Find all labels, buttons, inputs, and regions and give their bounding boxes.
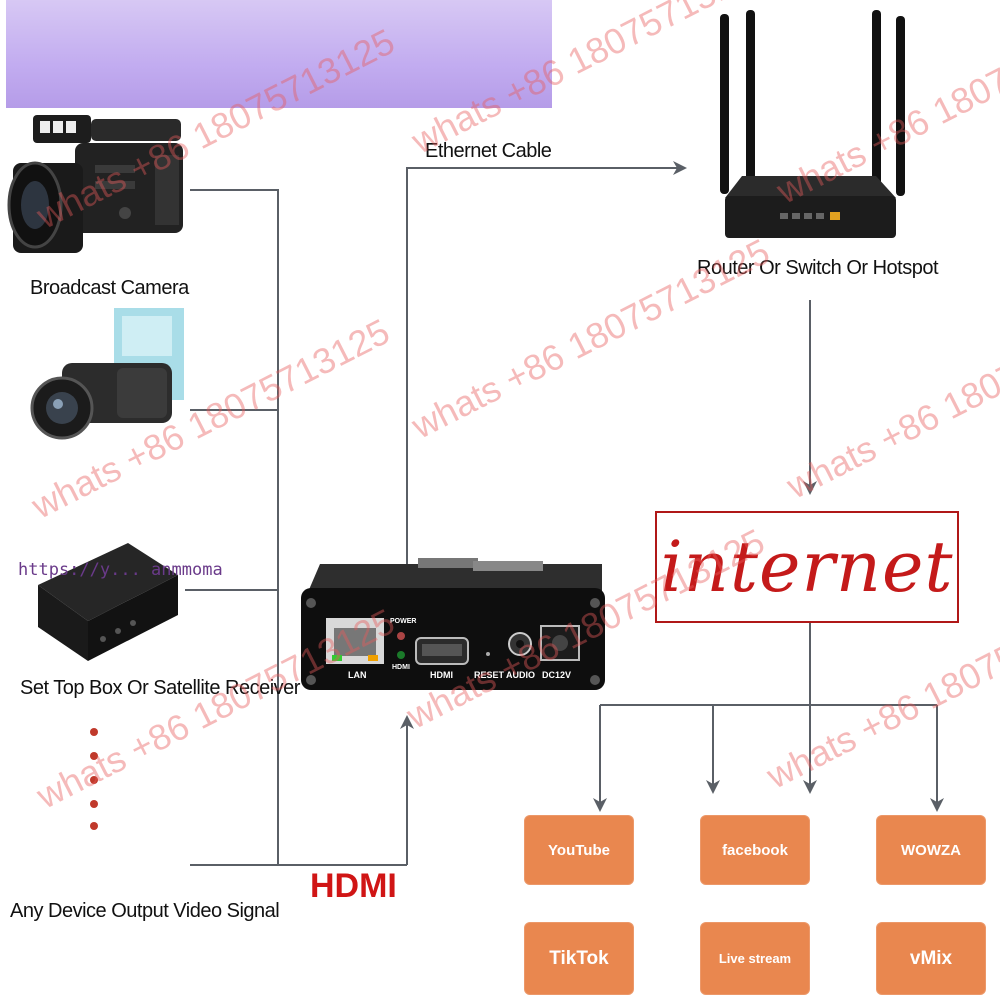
ethernet-cable-label: Ethernet Cable bbox=[425, 140, 552, 162]
hdmi-led-label: HDMI bbox=[392, 664, 410, 671]
audio-label: AUDIO bbox=[506, 670, 535, 680]
hdmi-port-label: HDMI bbox=[430, 670, 453, 680]
lan-port-label: LAN bbox=[348, 670, 367, 680]
reset-label: RESET bbox=[474, 670, 505, 680]
platform-wowza: WOWZA bbox=[876, 815, 986, 885]
more-devices-dots bbox=[90, 728, 98, 830]
internet-label: internet bbox=[660, 526, 954, 608]
platform-tiktok: TikTok bbox=[524, 922, 634, 995]
hdmi-label: HDMI bbox=[310, 867, 397, 905]
set-top-box-label: Set Top Box Or Satellite Receiver bbox=[20, 677, 300, 699]
router-label: Router Or Switch Or Hotspot bbox=[697, 257, 939, 279]
dc-power-label: DC12V bbox=[542, 670, 572, 680]
broadcast-camera-label: Broadcast Camera bbox=[30, 277, 189, 299]
router-icon bbox=[720, 10, 905, 238]
platform-live-stream: Live stream bbox=[700, 922, 810, 995]
camera-connector bbox=[190, 189, 279, 865]
power-label: POWER bbox=[390, 618, 417, 625]
platform-facebook: facebook bbox=[700, 815, 810, 885]
set-top-box-icon bbox=[38, 543, 178, 661]
url-overlay-text: https://y... anmmoma bbox=[18, 560, 223, 580]
internet-box: internet bbox=[655, 511, 959, 623]
ethernet-arrow bbox=[406, 161, 687, 565]
top-banner bbox=[6, 0, 552, 108]
broadcast-camera-icon bbox=[7, 115, 183, 253]
video-encoder-device bbox=[301, 558, 605, 690]
ip-camera-icon bbox=[30, 308, 184, 440]
platform-youtube: YouTube bbox=[524, 815, 634, 885]
any-device-label: Any Device Output Video Signal bbox=[10, 900, 280, 922]
platform-vmix: vMix bbox=[876, 922, 986, 995]
